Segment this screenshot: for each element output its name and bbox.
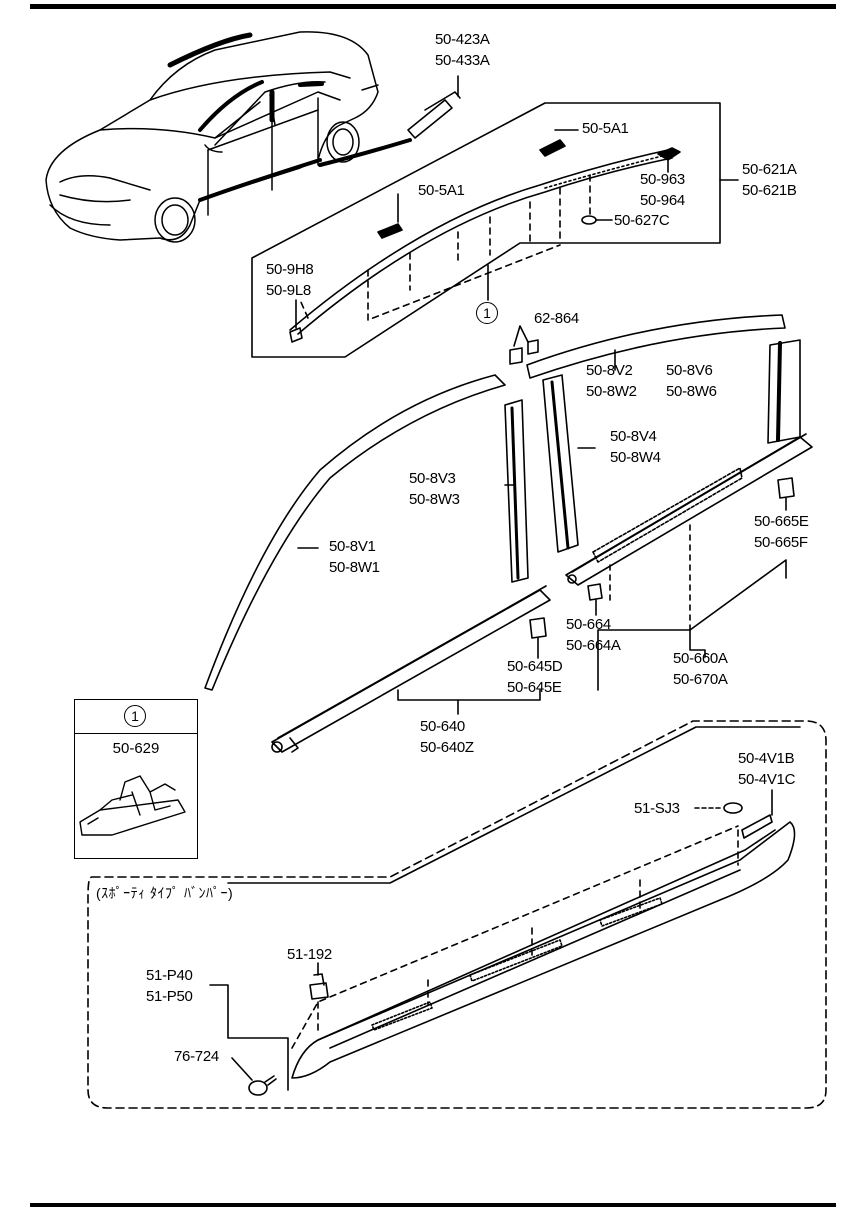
callout-roof-fastener-upper: 50-5A1: [582, 120, 629, 137]
bottom-rule: [30, 1203, 836, 1207]
roof-molding-strip: [289, 149, 673, 335]
sporty-bumper-note: (ｽﾎﾟｰﾃｨ ﾀｲﾌﾟ ﾊﾞﾝﾊﾟｰ): [96, 885, 234, 901]
roof-clip-guides: [299, 174, 591, 321]
rear-pillar-garnish-part: [542, 374, 579, 553]
side-skirt-clip-part: [723, 802, 743, 814]
front-pillar-garnish-part: [504, 399, 529, 583]
side-skirt-screw-part: [248, 1075, 277, 1096]
rear-belt-molding-part: [565, 433, 813, 586]
reference-marker: 1: [476, 302, 498, 324]
leader-side-skirt-screw: [231, 1057, 253, 1081]
side-skirt-end-part: [741, 814, 773, 839]
roof-molding-clip-part: [407, 91, 461, 139]
leader-front-belt-molding: [397, 689, 541, 701]
inset-detail-box: 1 50-629: [74, 699, 198, 859]
callout-roof-fastener-lower: 50-5A1: [418, 182, 465, 199]
tape-part-2: [527, 339, 539, 355]
side-skirt-part: [291, 821, 796, 1079]
roof-molding-box: [251, 102, 721, 358]
roof-end-cap-rear-part: [289, 327, 303, 343]
leader-tape: [513, 325, 529, 347]
callout-roof-clip: 50-627C: [614, 212, 670, 229]
inset-marker: 1: [124, 705, 146, 727]
door-sash-upper-part: [526, 314, 786, 379]
roof-end-cap-front-part: [657, 147, 681, 161]
callout-side-skirt-fastener: 51-192: [287, 946, 332, 963]
callout-side-skirt-clip: 51-SJ3: [634, 800, 680, 817]
roof-fastener-lower-part: [377, 223, 403, 239]
front-belt-clip-rear-part: [587, 583, 603, 601]
rear-quarter-garnish-part: [767, 339, 801, 444]
leader-side-skirt: [209, 984, 289, 1091]
tape-part-1: [509, 347, 523, 365]
front-belt-clip-part: [529, 617, 547, 639]
inset-part-number: 50-629: [112, 740, 160, 757]
front-belt-molding-part: [271, 585, 551, 753]
callout-tape: 62-864: [534, 310, 579, 327]
car-illustration: [45, 31, 412, 243]
sporty-bumper-region: [87, 720, 827, 1109]
side-skirt-fastener-part: [309, 973, 329, 1000]
front-door-sash-part: [204, 374, 506, 691]
roof-fastener-upper-part: [539, 139, 566, 157]
callout-side-skirt-screw: 76-724: [174, 1048, 219, 1065]
inset-header: 1: [75, 700, 197, 734]
rear-belt-clip-part: [777, 477, 795, 499]
roof-clip-part: [581, 215, 597, 225]
top-rule: [30, 4, 836, 9]
clip-illustration: [79, 775, 186, 836]
